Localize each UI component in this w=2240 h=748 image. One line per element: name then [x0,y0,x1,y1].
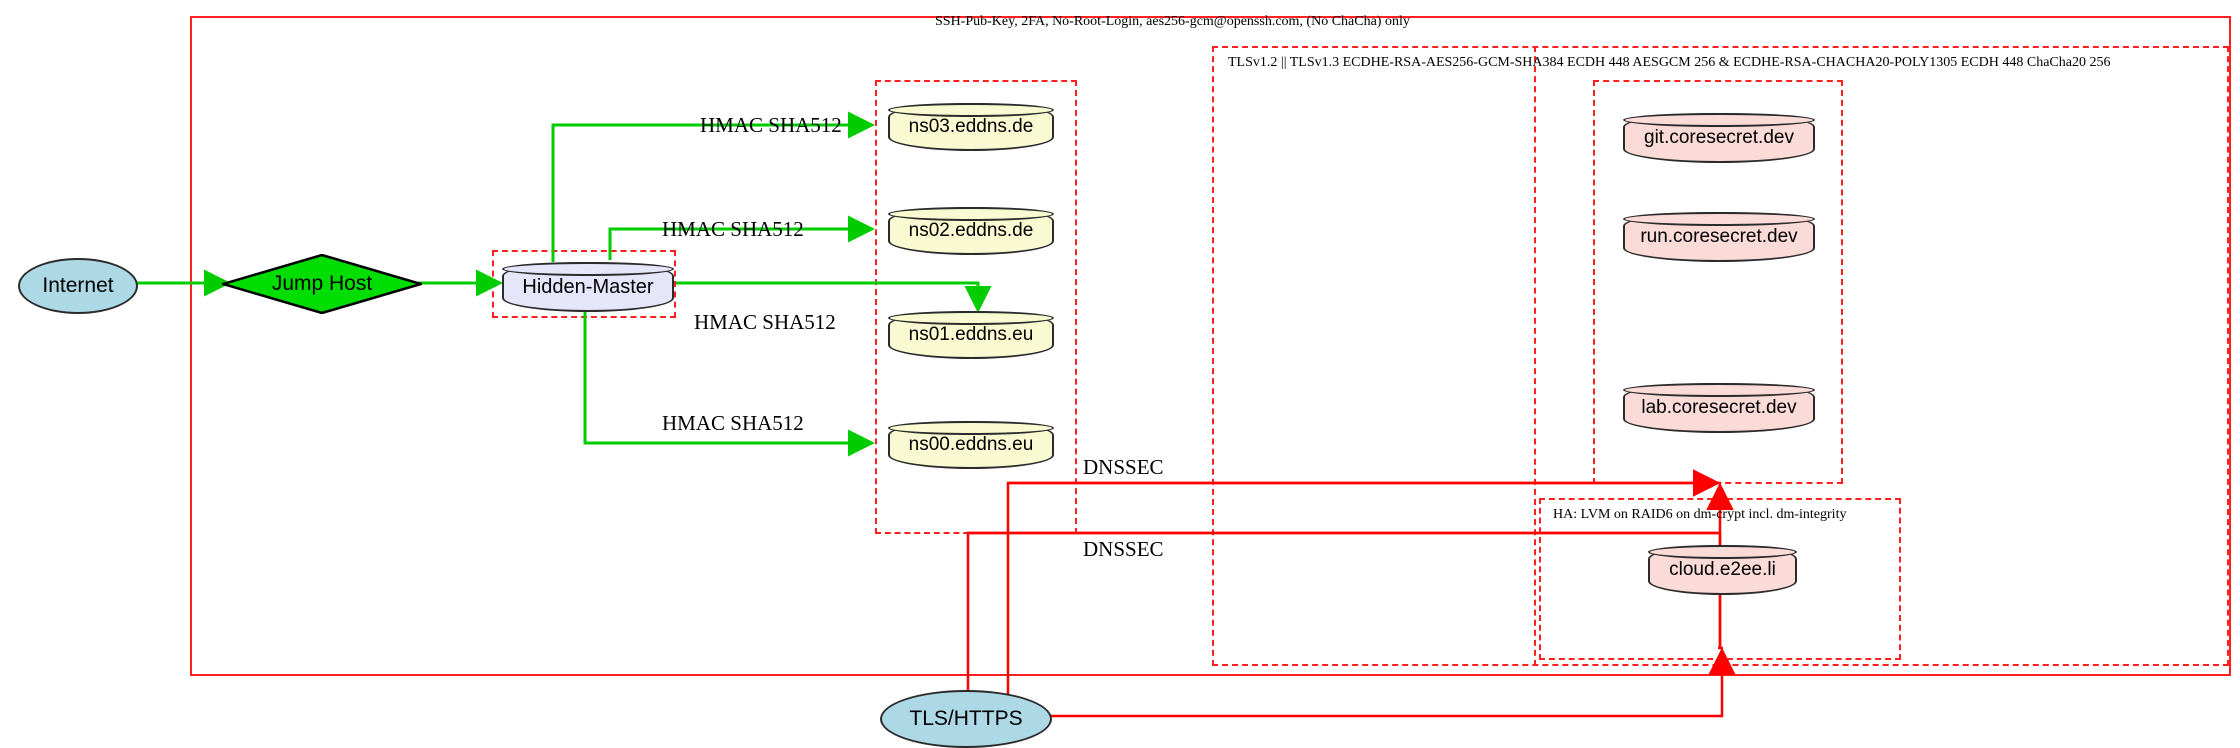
node-lab-coresecret[interactable]: lab.coresecret.dev [1623,383,1815,433]
edge-label-hmac-ns01: HMAC SHA512 [694,310,836,334]
cluster-label-ha-zone: HA: LVM on RAID6 on dm-crypt incl. dm-in… [1553,507,1847,522]
node-jump-host[interactable]: Jump Host [222,254,422,314]
node-ns02[interactable]: ns02.eddns.de [888,207,1054,255]
edge-label-hmac-ns02: HMAC SHA512 [662,217,804,241]
node-jump-host-label: Jump Host [271,272,373,295]
node-internet[interactable]: Internet [18,258,138,314]
edge-label-hmac-ns03: HMAC SHA512 [700,113,842,137]
diamond-shape-icon [222,254,422,314]
cluster-ssh-zone [190,16,2231,676]
node-ns03[interactable]: ns03.eddns.de [888,103,1054,151]
node-ns01[interactable]: ns01.eddns.eu [888,311,1054,359]
node-cloud-e2ee-label: cloud.e2ee.li [1669,559,1776,580]
edge-label-hmac-ns00: HMAC SHA512 [662,411,804,435]
node-ns03-label: ns03.eddns.de [908,116,1034,137]
edge-label-dnssec-upper: DNSSEC [1083,455,1164,479]
node-tls-https-label: TLS/HTTPS [909,707,1023,730]
node-run-coresecret[interactable]: run.coresecret.dev [1623,212,1815,262]
node-ns02-label: ns02.eddns.de [908,220,1034,241]
cluster-label-ssh-zone: SSH-Pub-Key, 2FA, No-Root-Login, aes256-… [935,14,1410,29]
node-lab-coresecret-label: lab.coresecret.dev [1641,397,1797,418]
node-git-coresecret[interactable]: git.coresecret.dev [1623,113,1815,163]
node-ns00-label: ns00.eddns.eu [908,434,1034,455]
node-hidden-master[interactable]: Hidden-Master [502,262,674,312]
cluster-dnssec-zone [1212,46,1536,666]
node-internet-label: Internet [42,274,114,297]
node-ns01-label: ns01.eddns.eu [908,324,1034,345]
node-run-coresecret-label: run.coresecret.dev [1640,226,1798,247]
node-hidden-master-label: Hidden-Master [522,275,654,298]
node-ns00[interactable]: ns00.eddns.eu [888,421,1054,469]
node-cloud-e2ee[interactable]: cloud.e2ee.li [1648,545,1797,595]
edge-label-dnssec-lower: DNSSEC [1083,537,1164,561]
node-tls-https[interactable]: TLS/HTTPS [880,690,1052,748]
node-git-coresecret-label: git.coresecret.dev [1644,127,1794,148]
cluster-label-tls-zone: TLSv1.2 || TLSv1.3 ECDHE-RSA-AES256-GCM-… [1228,55,2111,70]
